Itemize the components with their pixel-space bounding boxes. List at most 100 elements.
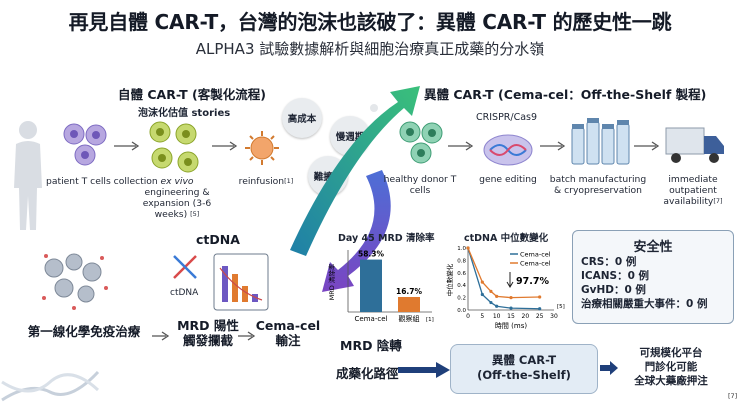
y-tick-2: 0.4 — [457, 283, 466, 289]
patient-silhouette-icon — [14, 121, 42, 230]
mrd-positive-trigger: MRD 陽性 觸發攔截 — [177, 318, 239, 348]
step-outpatient: immediate outpatient availability[7] — [650, 174, 736, 207]
series-line-1 — [467, 247, 540, 299]
flow-arrow-icon — [238, 331, 256, 341]
first-line-therapy: 第一線化學免疫治療 — [27, 324, 141, 339]
x-tick-4: 20 — [522, 313, 530, 320]
mrd-monitor-icon — [213, 253, 269, 311]
gene-editing-icon — [483, 134, 533, 166]
reinfusion-text: reinfusion — [238, 176, 285, 187]
series-0-point-5 — [538, 307, 542, 311]
mrd-negative: MRD 陰轉 — [340, 338, 402, 353]
series-1-point-0 — [466, 246, 470, 250]
ctdna-small-label: ctDNA — [170, 288, 199, 298]
annotation-arrow-icon — [506, 272, 514, 288]
page-title: 再見自體 CAR-T，台灣的泡沫也該破了：異體 CAR-T 的歷史性一跳 — [68, 10, 672, 34]
series-1-point-3 — [495, 294, 499, 298]
step-donor-cells: healthy donor T cells — [383, 174, 457, 196]
step-batch-manufacturing: batch manufacturing & cryopreservation — [549, 174, 647, 196]
donor-t-cells-icon — [399, 121, 443, 164]
ref-7-b: [7] — [728, 392, 738, 400]
vials-icon — [571, 118, 630, 165]
bar-0 — [360, 259, 382, 312]
ex-vivo-rest-text: engineering & expansion (3-6 weeks) — [142, 187, 212, 220]
ctdna-heading: ctDNA — [196, 232, 240, 247]
small-bubble — [370, 104, 378, 112]
tumor-cells-icon — [42, 253, 108, 310]
legend-label-0: Cema-cel — [520, 251, 551, 259]
commercial-path: 成藥化路徑 — [336, 366, 399, 381]
bar-value-label-0: 58.3% — [358, 250, 385, 259]
safety-title: 安全性 — [633, 240, 673, 255]
flow-arrow-icon — [448, 141, 474, 151]
y-tick-5: 1.0 — [457, 246, 466, 252]
outcome-arrow-icon — [600, 361, 618, 375]
flow-arrow-icon — [540, 141, 566, 151]
safety-crs: CRS：0 例 — [581, 256, 637, 268]
safety-panel: 安全性 CRS：0 例 ICANS：0 例 GvHD：0 例 治療相關嚴重大事件… — [572, 230, 734, 324]
transition-arrows — [290, 86, 420, 292]
x-tick-0: 0 — [466, 313, 470, 320]
outcome-results: 可規模化平台 門診化可能 全球大藥廠押注 — [634, 347, 708, 387]
safety-sae: 治療相關嚴重大事件：0 例 — [581, 298, 708, 310]
reinfusion-cell-icon — [245, 131, 279, 165]
series-0-point-4 — [509, 306, 513, 310]
series-1-point-4 — [509, 296, 513, 300]
teal-arrow-icon — [290, 86, 420, 256]
ref-7-a: [7] — [713, 197, 723, 205]
line-ref: [5] — [557, 304, 565, 310]
series-1-point-2 — [489, 289, 493, 293]
step-patient-collection: patient T cells collection — [46, 176, 158, 187]
line-y-label: 中位數變化 — [446, 263, 454, 296]
ref-1-a: [1] — [284, 177, 294, 185]
dna-decoration-icon — [1, 370, 100, 402]
crispr-label: CRISPR/Cas9 — [476, 112, 538, 123]
flow-arrow-icon — [634, 141, 660, 151]
series-0-point-3 — [495, 304, 499, 308]
line-x-label: 時間 (ms) — [495, 322, 527, 330]
ex-vivo-text: ex vivo — [160, 176, 194, 187]
cema-infusion: Cema-cel 輸注 — [255, 318, 321, 348]
x-tick-1: 5 — [480, 313, 484, 320]
safety-gvhd: GvHD：0 例 — [581, 284, 646, 296]
purple-arrow-icon — [322, 170, 391, 292]
outcome-box-text: 異體 CAR-T (Off-the-Shelf) — [477, 353, 571, 382]
annotation-label: 97.7% — [516, 276, 549, 287]
bubble-stories-label: 泡沫化估值 stories — [138, 108, 231, 119]
autologous-heading: 自體 CAR-T (客製化流程) — [118, 87, 266, 102]
step-reinfusion: reinfusion[1] — [238, 176, 294, 187]
x-tick-2: 10 — [493, 313, 501, 320]
flow-arrow-icon — [152, 331, 170, 341]
legend-label-1: Cema-cel — [520, 260, 551, 268]
safety-icans: ICANS：0 例 — [581, 270, 650, 282]
step-ex-vivo: ex vivo engineering & expansion (3-6 wee… — [134, 176, 220, 220]
x-tick-3: 15 — [507, 313, 515, 320]
truck-icon — [665, 127, 724, 163]
mrd-chart-title: Day 45 MRD 清除率 — [338, 233, 435, 244]
patient-t-cells-icon — [63, 123, 107, 166]
allogeneic-outcome-box: 異體 CAR-T (Off-the-Shelf) — [450, 344, 598, 394]
bubble-high-cost: 高成本 — [282, 98, 322, 138]
y-tick-4: 0.8 — [457, 258, 466, 264]
y-tick-3: 0.6 — [457, 271, 466, 277]
bar-category-label-0: Cema-cel — [355, 315, 388, 323]
series-line-0 — [467, 247, 540, 310]
allogeneic-heading: 異體 CAR-T (Cema-cel：Off-the-Shelf 製程) — [424, 87, 707, 102]
outpatient-text: immediate outpatient availability — [663, 174, 718, 207]
engineered-cells-icon — [149, 121, 199, 173]
x-tick-5: 25 — [536, 313, 544, 320]
step-gene-editing: gene editing — [479, 174, 537, 185]
y-tick-1: 0.2 — [457, 296, 466, 302]
navy-arrow-icon — [398, 362, 450, 378]
bar-category-label-1: 觀察組 — [399, 314, 420, 323]
bar-1 — [398, 296, 420, 312]
series-1-point-5 — [538, 295, 542, 299]
series-0-point-2 — [489, 300, 493, 305]
flow-arrow-icon — [212, 141, 238, 151]
ref-5-a: [5] — [190, 210, 200, 218]
flow-arrow-icon — [114, 141, 140, 151]
x-tick-6: 30 — [550, 313, 558, 320]
